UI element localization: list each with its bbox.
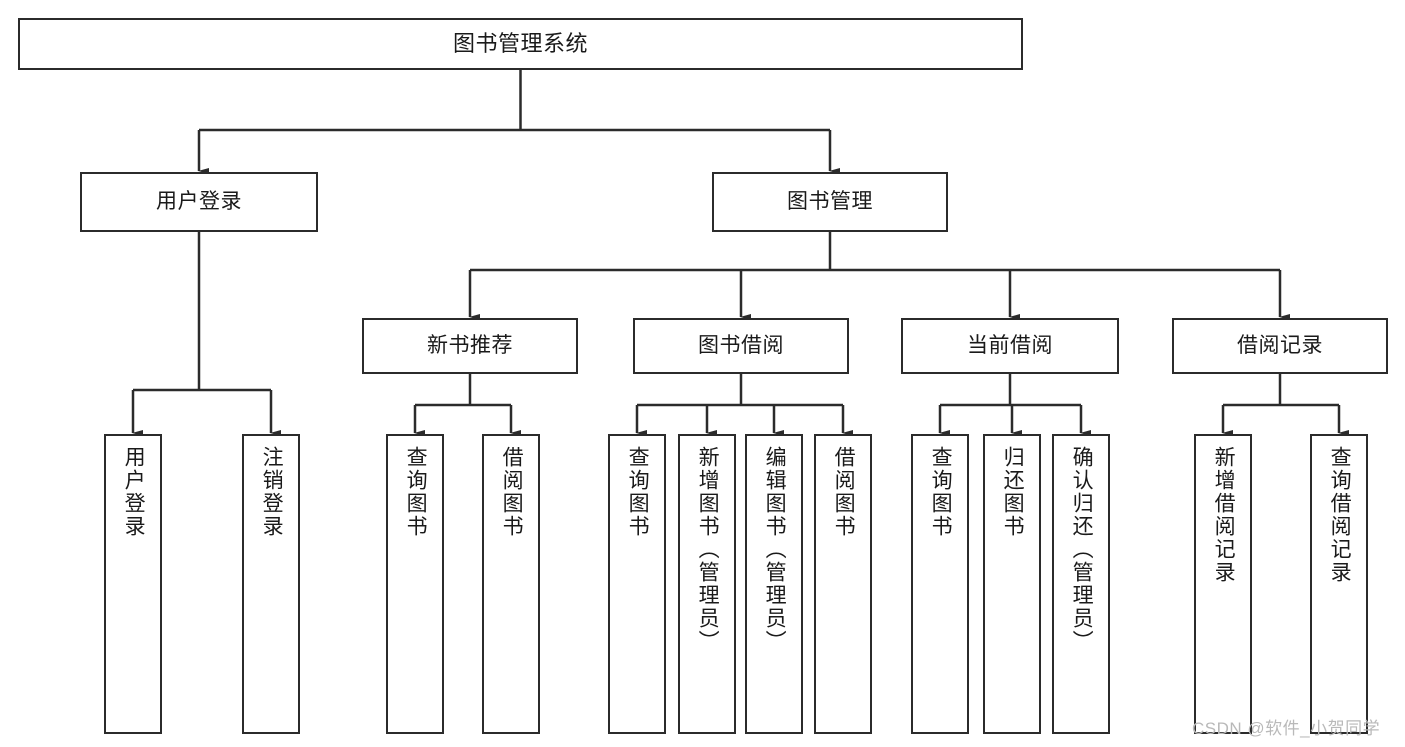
watermark-text: CSDN @软件_小贺同学	[1192, 719, 1381, 738]
node-label: 确认归还（管理员）	[1070, 446, 1094, 653]
node-label: 查询图书	[929, 446, 953, 538]
node-leaf-borrow-book-2[interactable]: 借阅图书	[814, 434, 872, 734]
node-leaf-query-book-2[interactable]: 查询图书	[608, 434, 666, 734]
node-book-manage[interactable]: 图书管理	[712, 172, 948, 232]
node-root[interactable]: 图书管理系统	[18, 18, 1023, 70]
node-label: 当前借阅	[967, 333, 1053, 357]
node-label: 用户登录	[122, 446, 146, 538]
node-leaf-query-record[interactable]: 查询借阅记录	[1310, 434, 1368, 734]
node-new-book-rec[interactable]: 新书推荐	[362, 318, 578, 374]
node-label: 借阅图书	[832, 446, 856, 538]
node-label: 用户登录	[156, 189, 242, 213]
node-label: 图书管理	[787, 189, 873, 213]
node-leaf-query-book-3[interactable]: 查询图书	[911, 434, 969, 734]
node-borrow-record[interactable]: 借阅记录	[1172, 318, 1388, 374]
node-label: 查询借阅记录	[1328, 446, 1352, 584]
node-label: 查询图书	[626, 446, 650, 538]
node-leaf-query-book-1[interactable]: 查询图书	[386, 434, 444, 734]
node-label: 图书借阅	[698, 333, 784, 357]
node-label: 归还图书	[1001, 446, 1025, 538]
node-leaf-borrow-book-1[interactable]: 借阅图书	[482, 434, 540, 734]
node-label: 借阅图书	[500, 446, 524, 538]
node-label: 图书管理系统	[452, 31, 588, 57]
node-label: 新增图书（管理员）	[696, 446, 720, 653]
node-label: 新书推荐	[427, 333, 513, 357]
node-leaf-edit-book[interactable]: 编辑图书（管理员）	[745, 434, 803, 734]
node-leaf-add-record[interactable]: 新增借阅记录	[1194, 434, 1252, 734]
node-leaf-add-book[interactable]: 新增图书（管理员）	[678, 434, 736, 734]
node-label: 编辑图书（管理员）	[763, 446, 787, 653]
node-user-login[interactable]: 用户登录	[80, 172, 318, 232]
node-leaf-confirm-return[interactable]: 确认归还（管理员）	[1052, 434, 1110, 734]
node-leaf-user-login[interactable]: 用户登录	[104, 434, 162, 734]
node-book-borrow[interactable]: 图书借阅	[633, 318, 849, 374]
node-label: 查询图书	[404, 446, 428, 538]
node-leaf-logout[interactable]: 注销登录	[242, 434, 300, 734]
node-label: 新增借阅记录	[1212, 446, 1236, 584]
node-label: 借阅记录	[1237, 333, 1323, 357]
node-label: 注销登录	[260, 446, 284, 538]
node-current-borrow[interactable]: 当前借阅	[901, 318, 1119, 374]
node-leaf-return-book[interactable]: 归还图书	[983, 434, 1041, 734]
